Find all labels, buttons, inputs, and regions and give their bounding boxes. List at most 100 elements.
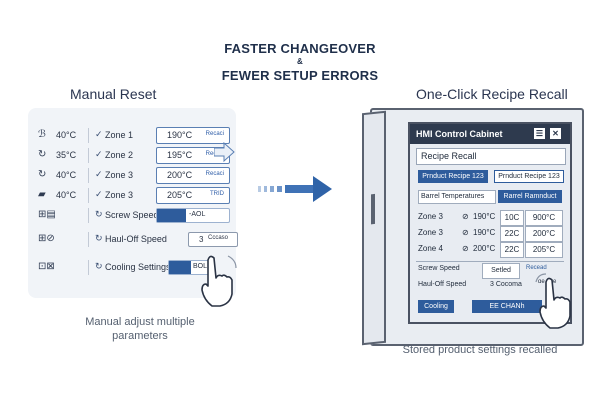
haul-off-row: ⊞⊘ ↻ Haul-Off Speed 3 Cccaso bbox=[28, 230, 238, 250]
hand-pointer-icon bbox=[535, 273, 571, 329]
puller-icon: ⊞⊘ bbox=[38, 233, 55, 244]
setpoint-value: 205°C bbox=[167, 190, 193, 200]
setpoint-value: 200°C bbox=[167, 170, 193, 180]
haul-off-value: 3 bbox=[199, 235, 204, 244]
recipe-recall-label: Recipe Recall bbox=[421, 151, 477, 161]
current-temp: 40°C bbox=[56, 190, 77, 200]
zone-cell[interactable]: 22C bbox=[500, 242, 524, 258]
headline-line-1: FASTER CHANGEOVER bbox=[224, 41, 376, 56]
manual-reset-title: Manual Reset bbox=[70, 86, 157, 102]
current-temp: 40°C bbox=[56, 170, 77, 180]
cooling-text: BOL bbox=[193, 263, 208, 270]
zone-setpoint-input[interactable]: 200°C Recaci bbox=[156, 167, 230, 184]
check-icon: ✓ bbox=[95, 189, 103, 199]
screw-speed-label: Screw Speed bbox=[418, 265, 460, 272]
zone-value: 190°C bbox=[473, 212, 496, 221]
zone-label: Zone 1 bbox=[105, 130, 134, 140]
haul-off-value: 3 Cocoma bbox=[490, 281, 522, 288]
zone-setpoint-input[interactable]: 205°C TRID bbox=[156, 187, 230, 204]
zone-label: Zone 4 bbox=[418, 244, 443, 253]
haul-off-unit: Cccaso bbox=[208, 235, 229, 241]
cooling-slider[interactable]: BOL bbox=[168, 260, 210, 275]
zone-cell[interactable]: 205°C bbox=[525, 242, 563, 258]
hmi-title-bar: HMI Control Cabinet ☰ ✕ bbox=[410, 124, 570, 144]
divider bbox=[88, 128, 89, 143]
cooling-fill bbox=[169, 261, 191, 274]
manual-settings-panel: ℬ 40°C ✓ Zone 1 190°C Recaci ↻ 35°C ✓ Zon… bbox=[28, 108, 238, 298]
setpoint-value: 195°C bbox=[167, 150, 193, 160]
recall-text: TRID bbox=[210, 191, 224, 197]
divider bbox=[88, 260, 89, 275]
menu-icon[interactable]: ☰ bbox=[534, 128, 545, 139]
cooling-icon: ⊡⊠ bbox=[38, 261, 55, 272]
manual-caption-line-1: Manual adjust multiple bbox=[85, 316, 195, 328]
zone-value: 200°C bbox=[473, 244, 496, 253]
zone-label: Zone 3 bbox=[105, 190, 134, 200]
check-icon: ✓ bbox=[95, 149, 103, 159]
cooling-row: ⊡⊠ ↻ Cooling Settings BOL bbox=[28, 258, 236, 278]
small-arrow-icon bbox=[214, 142, 235, 162]
manual-caption-line-2: parameters bbox=[112, 330, 168, 342]
divider bbox=[88, 208, 89, 223]
zone-label: Zone 2 bbox=[105, 150, 134, 160]
divider bbox=[88, 188, 89, 203]
current-temp: 40°C bbox=[56, 130, 77, 140]
check-icon: ✓ bbox=[95, 169, 103, 179]
haul-off-label: Haul-Off Speed bbox=[105, 234, 167, 244]
hand-pointer-icon bbox=[201, 255, 237, 307]
hmi-title: HMI Control Cabinet bbox=[416, 129, 503, 139]
zone-value: 190°C bbox=[473, 228, 496, 237]
divider bbox=[88, 232, 89, 247]
screw-recall-link[interactable]: Recead bbox=[526, 265, 547, 271]
setpoint-value: 190°C bbox=[167, 130, 193, 140]
recall-text: Recaci bbox=[205, 171, 224, 177]
zone-cell[interactable]: 200°C bbox=[525, 226, 563, 242]
cooling-label: Cooling Settings bbox=[105, 262, 171, 272]
screw-speed-row: ⊞▤ ↻ Screw Speed -AOL bbox=[28, 206, 236, 226]
check-icon: ⊘ bbox=[462, 244, 469, 253]
zone-cell[interactable]: 22C bbox=[500, 226, 524, 242]
refresh-icon: ↻ bbox=[95, 209, 103, 219]
screw-speed-text: -AOL bbox=[189, 211, 206, 218]
barrel-temps-label: Barrel Temperatures bbox=[418, 190, 496, 204]
recipe-chip-1[interactable]: Prnduct Recipe 123 bbox=[418, 170, 488, 183]
zone-label: Zone 3 bbox=[418, 228, 443, 237]
heater-icon: ℬ bbox=[38, 129, 46, 140]
hmi-screen: HMI Control Cabinet ☰ ✕ Recipe Recall Pr… bbox=[408, 122, 572, 324]
screw-speed-slider[interactable]: -AOL bbox=[156, 208, 230, 223]
load-recipe-button[interactable]: EE CHANh bbox=[472, 300, 542, 313]
zone-label: Zone 3 bbox=[418, 212, 443, 221]
haul-off-input[interactable]: 3 Cccaso bbox=[188, 232, 238, 247]
haul-off-label: Haul-Off Speed bbox=[418, 281, 467, 288]
divider bbox=[88, 168, 89, 183]
zone-cell[interactable]: 10C bbox=[500, 210, 524, 226]
motor-icon: ⊞▤ bbox=[38, 209, 56, 220]
heater-block-icon: ▰ bbox=[38, 189, 46, 200]
zone-cell[interactable]: 900°C bbox=[525, 210, 563, 226]
recall-caption: Stored product settings recalled bbox=[402, 344, 558, 356]
close-icon[interactable]: ✕ bbox=[550, 128, 561, 139]
one-click-title: One-Click Recipe Recall bbox=[416, 86, 568, 102]
refresh-icon: ↻ bbox=[95, 233, 103, 243]
zone-setpoint-input[interactable]: 190°C Recaci bbox=[156, 127, 230, 144]
barrel-recall-button[interactable]: Rarrel Ramnduct bbox=[498, 190, 562, 203]
check-icon: ⊘ bbox=[462, 212, 469, 221]
refresh-icon: ↻ bbox=[38, 149, 47, 160]
recipe-chip-2[interactable]: Prnduct Recipe 123 bbox=[494, 170, 564, 183]
screw-speed-label: Screw Speed bbox=[105, 210, 159, 220]
zone-row: ▰ 40°C ✓ Zone 3 205°C TRID bbox=[28, 186, 236, 206]
zone-row: ℬ 40°C ✓ Zone 1 190°C Recaci bbox=[28, 126, 236, 146]
divider bbox=[88, 148, 89, 163]
recall-text: Recaci bbox=[205, 131, 224, 137]
screw-speed-value[interactable]: Setled bbox=[482, 263, 520, 279]
cooling-button[interactable]: Cooling bbox=[418, 300, 454, 313]
door-handle bbox=[371, 193, 375, 225]
headline-line-2: FEWER SETUP ERRORS bbox=[221, 68, 379, 83]
current-temp: 35°C bbox=[56, 150, 77, 160]
check-icon: ⊘ bbox=[462, 228, 469, 237]
check-icon: ✓ bbox=[95, 129, 103, 139]
zone-label: Zone 3 bbox=[105, 170, 134, 180]
headline-ampersand: & bbox=[297, 57, 303, 66]
transition-arrow-icon bbox=[258, 176, 332, 202]
